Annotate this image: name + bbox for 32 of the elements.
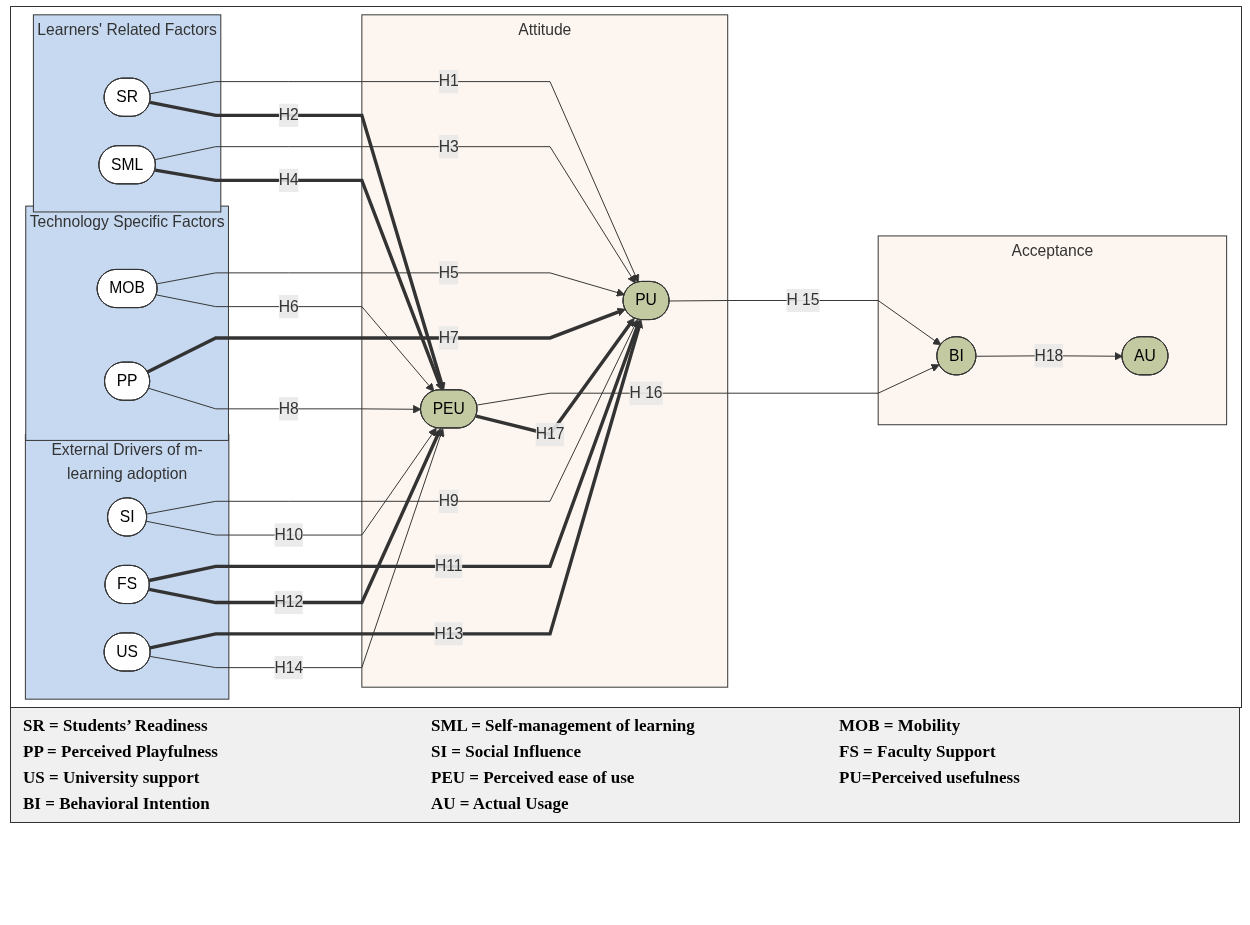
edge-label: H4 — [278, 171, 299, 189]
edge-label: H13 — [434, 625, 464, 642]
edge-label: H8 — [278, 400, 299, 417]
edge-label: H11 — [434, 557, 463, 575]
edge-label: H12 — [274, 593, 304, 611]
edge-label: H5 — [438, 264, 459, 281]
abbreviation-note: MOB = Mobility — [839, 716, 962, 736]
edge-label: H18 — [1034, 346, 1064, 364]
edge-label: H9 — [438, 492, 459, 510]
abbreviation-note: PEU = Perceived ease of use — [431, 768, 636, 788]
edge-label: H6 — [278, 297, 299, 315]
arrow — [149, 100, 446, 391]
edge-label: H 15 — [786, 291, 820, 309]
arrow — [146, 307, 626, 374]
abbreviation-note: SML = Self-management of learning — [431, 716, 696, 736]
edge-label: H7 — [438, 329, 459, 346]
abbreviation-note: PU=Perceived usefulness — [839, 768, 1021, 788]
edge-label: H14 — [274, 658, 304, 676]
edge-label: H3 — [438, 137, 459, 155]
abbreviation-note: SR = Students’ Readiness — [23, 716, 209, 736]
edge-label: H2 — [278, 106, 299, 124]
arrow — [154, 168, 444, 391]
edge-label: H17 — [535, 425, 565, 443]
abbreviation-note: AU = Actual Usage — [431, 794, 570, 814]
abbreviation-note: FS = Faculty Support — [839, 742, 997, 762]
abbreviation-note: US = University support — [23, 768, 201, 788]
edge-label: H10 — [274, 526, 304, 543]
edge-label: H 16 — [629, 384, 663, 402]
abbreviation-note: PP = Perceived Playfulness — [23, 742, 219, 762]
edge-label: H1 — [438, 72, 459, 90]
abbreviation-note: SI = Social Influence — [431, 742, 582, 762]
abbreviation-note: BI = Behavioral Intention — [23, 794, 211, 814]
